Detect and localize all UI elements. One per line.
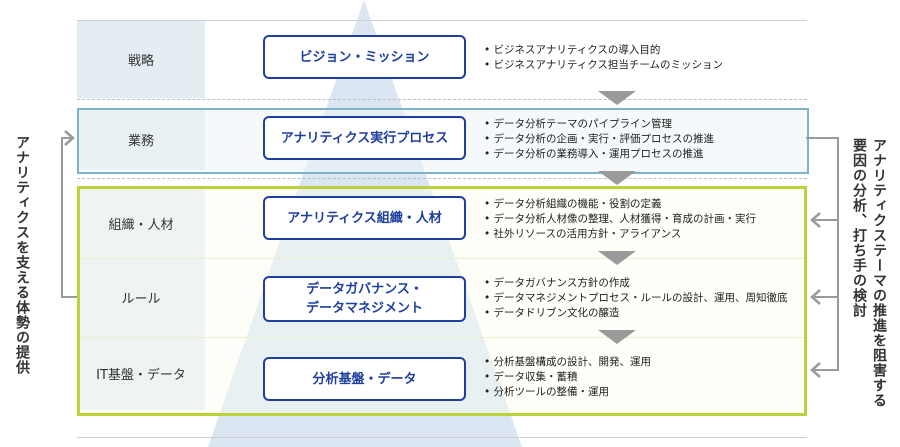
list-item: データ分析の企画・実行・評価プロセスの推進 xyxy=(484,132,814,147)
list-item: 分析基盤構成の設計、開発、運用 xyxy=(484,355,814,370)
box-text: データガバナンス・ xyxy=(306,282,423,297)
row-label-org: 組織・人材 xyxy=(108,217,174,233)
list-item: データ分析人材像の整理、人材獲得・育成の計画・実行 xyxy=(484,212,814,227)
box-text: ビジョン・ミッション xyxy=(299,49,430,65)
box-analytics-process: アナリティクス実行プロセス xyxy=(263,116,466,160)
label-column-top xyxy=(77,20,205,98)
box-governance: データガバナンス・ データマネジメント xyxy=(263,276,466,322)
right-side-text: アナリティクステーマの推進を阻害する 要因の分析、打ち手の検討 xyxy=(849,138,889,438)
right-side-text-line2: 要因の分析、打ち手の検討 xyxy=(851,138,867,318)
right-arrowhead-org xyxy=(810,212,821,228)
row-label-rule: ルール xyxy=(121,292,161,307)
list-item: 分析ツールの整備・運用 xyxy=(484,385,814,400)
box-vision-mission: ビジョン・ミッション xyxy=(263,35,466,79)
right-loop-line xyxy=(806,137,839,371)
bullets-rule: データガバナンス方針の作成 データマネジメントプロセス・ルールの設計、運用、周知… xyxy=(484,276,814,321)
divider-rule xyxy=(77,337,807,338)
box-text: アナリティクス組織・人材 xyxy=(287,210,442,226)
down-arrow-2 xyxy=(598,171,636,185)
box-text: 分析基盤・データ xyxy=(312,371,417,387)
list-item: ビジネスアナリティクス担当チームのミッション xyxy=(484,58,814,73)
right-arrowhead-it xyxy=(810,362,821,378)
down-arrow-4 xyxy=(598,330,636,344)
divider-business xyxy=(77,178,807,179)
right-arrowhead-rule xyxy=(810,289,821,305)
left-loop-arrowhead xyxy=(64,130,75,146)
divider-strategy xyxy=(77,99,807,100)
box-text: アナリティクス実行プロセス xyxy=(280,130,449,146)
box-platform-data: 分析基盤・データ xyxy=(263,357,466,401)
list-item: データ分析の業務導入・運用プロセスの推進 xyxy=(484,147,814,162)
row-label-business: 業務 xyxy=(127,133,154,149)
list-item: データ収集・蓄積 xyxy=(484,370,814,385)
left-side-text: アナリティクスを支える体勢の提供 xyxy=(14,135,30,375)
list-item: データ分析テーマのパイプライン管理 xyxy=(484,117,814,132)
list-item: データ分析組織の機能・役割の定義 xyxy=(484,197,814,212)
divider-org xyxy=(77,258,807,259)
list-item: データガバナンス方針の作成 xyxy=(484,276,814,291)
box-org-people: アナリティクス組織・人材 xyxy=(263,196,466,240)
left-loop-line xyxy=(61,137,77,298)
bullets-strategy: ビジネスアナリティクスの導入目的 ビジネスアナリティクス担当チームのミッション xyxy=(484,43,814,73)
right-side-text-line1: アナリティクステーマの推進を阻害する xyxy=(871,138,887,408)
list-item: データマネジメントプロセス・ルールの設計、運用、周知徹底 xyxy=(484,291,814,306)
list-item: データドリブン文化の醸造 xyxy=(484,306,814,321)
bullets-org: データ分析組織の機能・役割の定義 データ分析人材像の整理、人材獲得・育成の計画・… xyxy=(484,197,814,242)
bullets-business: データ分析テーマのパイプライン管理 データ分析の企画・実行・評価プロセスの推進 … xyxy=(484,117,814,162)
down-arrow-1 xyxy=(598,91,636,105)
down-arrow-3 xyxy=(598,251,636,265)
list-item: ビジネスアナリティクスの導入目的 xyxy=(484,43,814,58)
bottom-border xyxy=(77,437,807,438)
list-item: 社外リソースの活用方針・アライアンス xyxy=(484,227,814,242)
row-label-it: IT基盤・データ xyxy=(96,368,186,383)
top-border xyxy=(77,20,807,21)
row-label-strategy: 戦略 xyxy=(127,53,154,69)
label-column-support xyxy=(77,186,205,410)
box-text: データマネジメント xyxy=(305,301,423,316)
bullets-it: 分析基盤構成の設計、開発、運用 データ収集・蓄積 分析ツールの整備・運用 xyxy=(484,355,814,400)
